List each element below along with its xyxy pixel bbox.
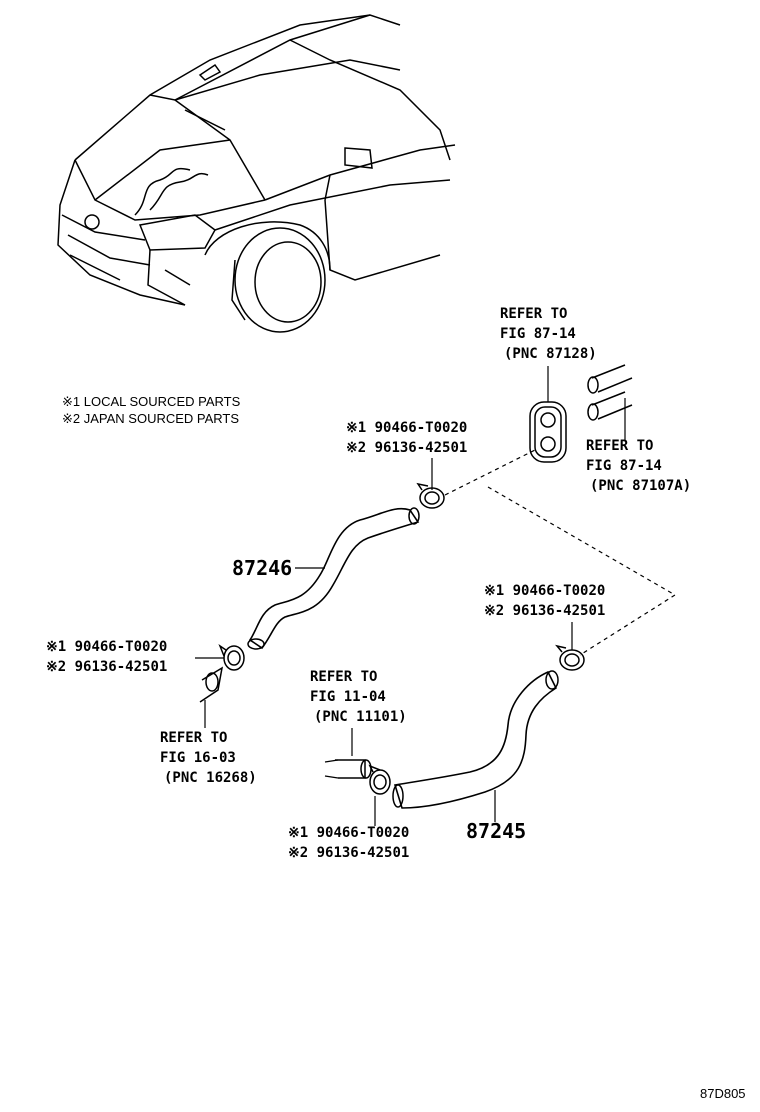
ref-16-03-line3: (PNC 16268) <box>164 770 257 786</box>
ref-87-14-a-line3: (PNC 87128) <box>504 346 597 362</box>
clamp-right <box>555 644 585 671</box>
ref-11-04-line1: REFER TO <box>310 669 377 685</box>
figure-code: 87D805 <box>700 1086 746 1101</box>
ref-87-14-b-line2: FIG 87-14 <box>586 458 662 474</box>
clamp-bottom <box>368 764 391 795</box>
heater-pipes <box>587 364 633 421</box>
clamp-top-part2: ※2 96136-42501 <box>346 440 467 456</box>
clamp-right-part1: ※1 90466-T0020 <box>484 583 605 599</box>
hose-87246 <box>247 507 420 650</box>
clamp-left-part2: ※2 96136-42501 <box>46 659 167 675</box>
ref-16-03-line2: FIG 16-03 <box>160 750 236 766</box>
part-87246-label: 87246 <box>232 556 292 580</box>
part-87245-label: 87245 <box>466 819 526 843</box>
pipe-11101 <box>324 759 372 779</box>
clamp-bottom-part1: ※1 90466-T0020 <box>288 825 409 841</box>
clamp-top-part1: ※1 90466-T0020 <box>346 420 467 436</box>
car-illustration <box>57 14 456 333</box>
legend-local: ※1 LOCAL SOURCED PARTS <box>62 394 241 409</box>
ref-11-04-line2: FIG 11-04 <box>310 689 386 705</box>
ref-87-14-a-line1: REFER TO <box>500 306 567 322</box>
legend-japan: ※2 JAPAN SOURCED PARTS <box>62 411 239 426</box>
clamp-left-part1: ※1 90466-T0020 <box>46 639 167 655</box>
ref-87-14-b-line3: (PNC 87107A) <box>590 478 691 494</box>
grommet <box>529 401 567 463</box>
ref-87-14-b-line1: REFER TO <box>586 438 653 454</box>
hose-87245 <box>392 670 559 809</box>
ref-87-14-a-line2: FIG 87-14 <box>500 326 576 342</box>
clamp-top <box>416 482 445 509</box>
ref-11-04-line3: (PNC 11101) <box>314 709 407 725</box>
pipe-16268 <box>199 666 224 728</box>
clamp-right-part2: ※2 96136-42501 <box>484 603 605 619</box>
clamp-bottom-part2: ※2 96136-42501 <box>288 845 409 861</box>
ref-16-03-line1: REFER TO <box>160 730 227 746</box>
